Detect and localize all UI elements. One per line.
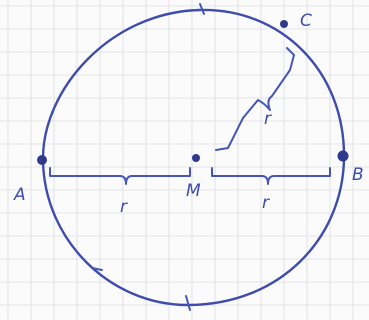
brace-left bbox=[49, 167, 191, 185]
label-b: B bbox=[352, 165, 364, 185]
tick-bottom-left bbox=[91, 267, 103, 271]
label-a: A bbox=[13, 185, 26, 205]
tick-bottom bbox=[185, 295, 191, 311]
label-c: C bbox=[300, 11, 312, 31]
label-r-diagonal: r bbox=[264, 109, 272, 129]
tick-top bbox=[199, 3, 205, 15]
label-r-left: r bbox=[120, 197, 128, 217]
label-m: M bbox=[186, 181, 201, 201]
point-c bbox=[280, 20, 288, 28]
point-b bbox=[337, 150, 349, 162]
label-r-right: r bbox=[262, 193, 270, 213]
brace-diagonal bbox=[215, 47, 295, 151]
point-m bbox=[192, 154, 200, 162]
brace-right bbox=[211, 167, 331, 185]
point-a bbox=[37, 155, 47, 165]
